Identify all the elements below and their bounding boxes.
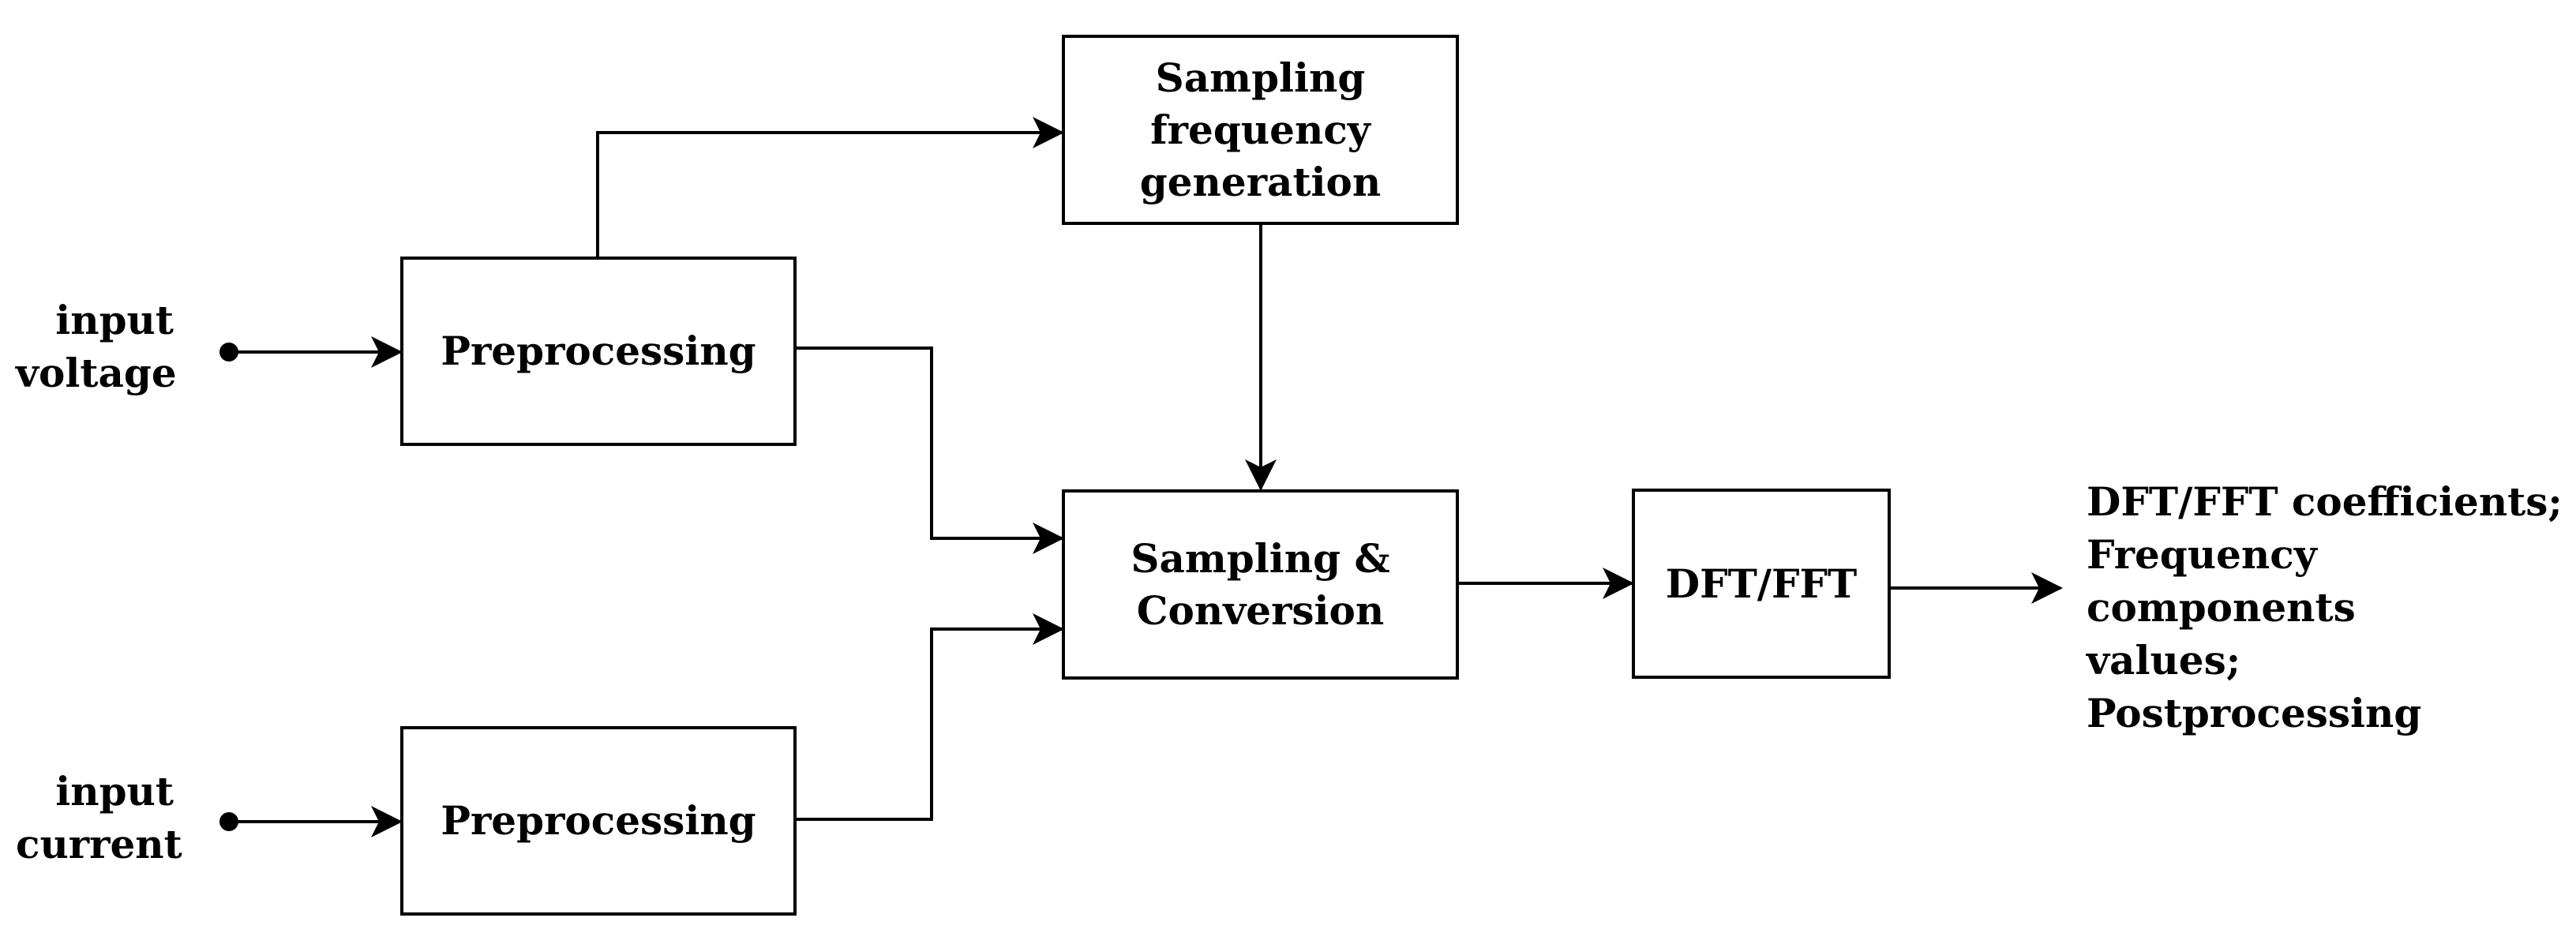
preprocessing-current-block: Preprocessing <box>400 726 797 916</box>
output-label: DFT/FFT coefficients; Frequency componen… <box>2087 478 2563 736</box>
dft-fft-block: DFT/FFT <box>1632 489 1891 679</box>
arrowhead <box>371 806 403 837</box>
voltage-to-sampling-arrow <box>795 347 1062 540</box>
arrowhead <box>1603 568 1634 599</box>
voltage-terminal-dot <box>219 343 238 361</box>
arrowhead <box>1245 459 1277 491</box>
voltage-to-frequency-arrow <box>596 131 1062 257</box>
sampling-conversion-label: Sampling & Conversion <box>1131 534 1390 634</box>
arrowhead <box>1033 117 1064 148</box>
preprocessing-voltage-block: Preprocessing <box>400 257 797 446</box>
arrowhead <box>371 336 403 368</box>
sampling-frequency-label: Sampling frequency generation <box>1139 54 1382 205</box>
arrowhead <box>2031 572 2063 604</box>
current-terminal-dot <box>219 812 238 831</box>
arrowhead <box>1033 613 1064 645</box>
sampling-conversion-block: Sampling & Conversion <box>1062 489 1459 680</box>
arrowhead <box>1033 523 1064 554</box>
sampling-frequency-block: Sampling frequency generation <box>1062 35 1459 225</box>
dft-fft-label: DFT/FFT <box>1665 560 1858 607</box>
current-to-sampling-arrow <box>795 627 1062 821</box>
input-voltage-label: input voltage <box>16 297 177 396</box>
input-current-label: input current <box>16 768 182 867</box>
preprocessing-voltage-label: Preprocessing <box>441 328 756 374</box>
preprocessing-current-label: Preprocessing <box>441 797 756 844</box>
